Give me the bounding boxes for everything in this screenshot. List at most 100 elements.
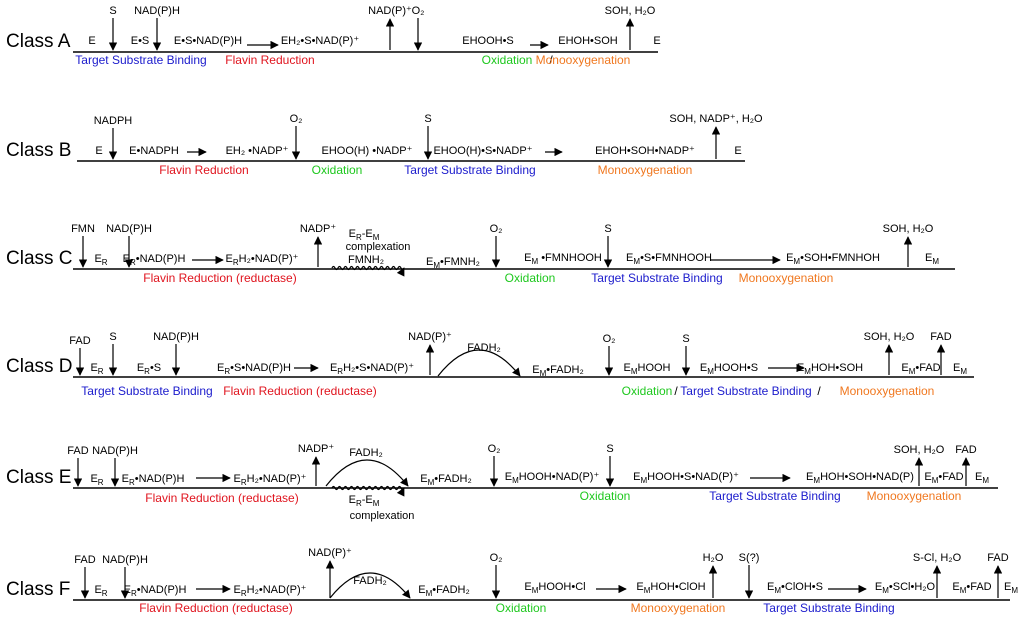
input-label: S [424,113,431,125]
intermediate-label: E [653,35,660,47]
intermediate-label: EHOH•SOH•NADP⁺ [595,145,695,157]
output-label: NADP⁺ [300,223,337,235]
intermediate-label: EM •FMNHOOH [524,252,602,266]
step-category: Target Substrate Binding [404,163,535,177]
intermediate-label: ER [90,473,103,487]
input-label: O₂ [412,5,425,17]
intermediate-label: EM•FMNH₂ [426,256,480,270]
step-category: Flavin Reduction [225,53,314,67]
intermediate-label: E [734,145,741,157]
input-label: O₂ [488,443,501,455]
fadh2-transfer-arrow [329,572,411,599]
intermediate-label: ER•S [137,362,161,376]
step-category: Monooxygenation [840,384,935,398]
class-title: Class F [6,579,70,600]
input-label: FAD [74,554,95,566]
input-label: NAD(P)H [106,223,152,235]
intermediate-label: ERH₂•S•NAD(P)⁺ [330,362,414,376]
intermediate-label: ERH₂•NAD(P)⁺ [234,473,307,487]
step-category: Oxidation [482,53,533,67]
input-label: O₂ [490,223,503,235]
input-label: S [606,443,613,455]
intermediate-label: EM•FAD [924,471,963,485]
input-label: S [109,331,116,343]
input-label: FAD [69,335,90,347]
step-category: Monooxygenation [739,271,834,285]
input-label: FAD [67,445,88,457]
class-title: Class A [6,31,71,52]
intermediate-label: EM [953,362,967,376]
output-label: FAD [955,444,976,456]
output-label: NAD(P)⁺ [308,547,352,559]
class-title: Class E [6,467,71,488]
intermediate-label: EM [975,471,989,485]
output-label: S-Cl, H₂O [913,552,962,564]
step-category: / [817,384,821,398]
intermediate-label: ER•NAD(P)H [123,253,186,267]
intermediate-label: E [88,35,95,47]
intermediate-label: ERH₂•NAD(P)⁺ [226,253,299,267]
intermediate-label: EM•FADH₂ [420,473,471,487]
output-label: FAD [987,552,1008,564]
intermediate-label: E•S•NAD(P)H [174,35,242,47]
step-category: Oxidation [505,271,556,285]
step-category: Monooxygenation [536,53,631,67]
intermediate-label: EMHOH•ClOH [636,581,705,595]
step-category: Oxidation [496,601,547,615]
intermediate-label: EM•S•FMNHOOH [626,252,712,266]
input-label: NAD(P)H [102,554,148,566]
intermediate-label: complexation [350,510,415,522]
intermediate-label: FADH₂ [353,575,387,587]
input-label: NAD(P)H [153,331,199,343]
fadh2-transfer-arrow [437,349,521,377]
step-category: Oxidation [312,163,363,177]
output-label: NAD(P)⁺ [368,5,412,17]
intermediate-label: EMHOOH•S•NAD(P)⁺ [633,471,739,485]
intermediate-label: EMHOOH•S [700,362,758,376]
intermediate-label: EM•SCl•H₂O [875,581,936,595]
intermediate-label: EM•SOH•FMNHOH [786,252,880,266]
output-label: SOH, H₂O [894,444,945,456]
step-category: Target Substrate Binding [81,384,212,398]
step-category: Flavin Reduction (reductase) [223,384,376,398]
intermediate-label: EMHOOH [623,362,670,376]
intermediate-label: EMHOOH•Cl [524,581,585,595]
input-label: S [109,5,116,17]
output-label: SOH, H₂O [605,5,656,17]
input-label: NAD(P)H [92,445,138,457]
intermediate-label: E•NADPH [129,145,179,157]
intermediate-label: EM [925,252,939,266]
intermediate-label: EM•FAD [901,362,940,376]
class-title: Class B [6,140,71,161]
step-category: Target Substrate Binding [591,271,722,285]
intermediate-label: ER [94,584,107,598]
intermediate-label: EM•FAD [952,581,991,595]
intermediate-label: ER•NAD(P)H [124,584,187,598]
class-title: Class C [6,248,73,269]
intermediate-label: EHOH•SOH [558,35,618,47]
intermediate-label: ER•NAD(P)H [122,473,185,487]
intermediate-label: EH₂•S•NAD(P)⁺ [281,35,359,47]
step-category: Monooxygenation [867,489,962,503]
intermediate-label: complexation [346,241,411,253]
output-label: SOH, H₂O [864,331,915,343]
input-label: NADPH [94,115,133,127]
intermediate-label: ER•S•NAD(P)H [217,362,291,376]
intermediate-label: EH₂ •NADP⁺ [226,145,289,157]
intermediate-label: EMHOH•SOH•NAD(P) [806,471,914,485]
intermediate-label: FADH₂ [349,447,383,459]
intermediate-label: EHOOH•S [462,35,514,47]
intermediate-label: ER-EM [349,228,380,242]
fadh2-transfer-arrow [325,459,409,487]
intermediate-label: ER [90,362,103,376]
intermediate-label: EM•ClOH•S [767,581,823,595]
output-label: SOH, NADP⁺, H₂O [669,113,763,125]
output-label: SOH, H₂O [883,223,934,235]
step-category: Flavin Reduction (reductase) [139,601,292,615]
input-label: NAD(P)H [134,5,180,17]
